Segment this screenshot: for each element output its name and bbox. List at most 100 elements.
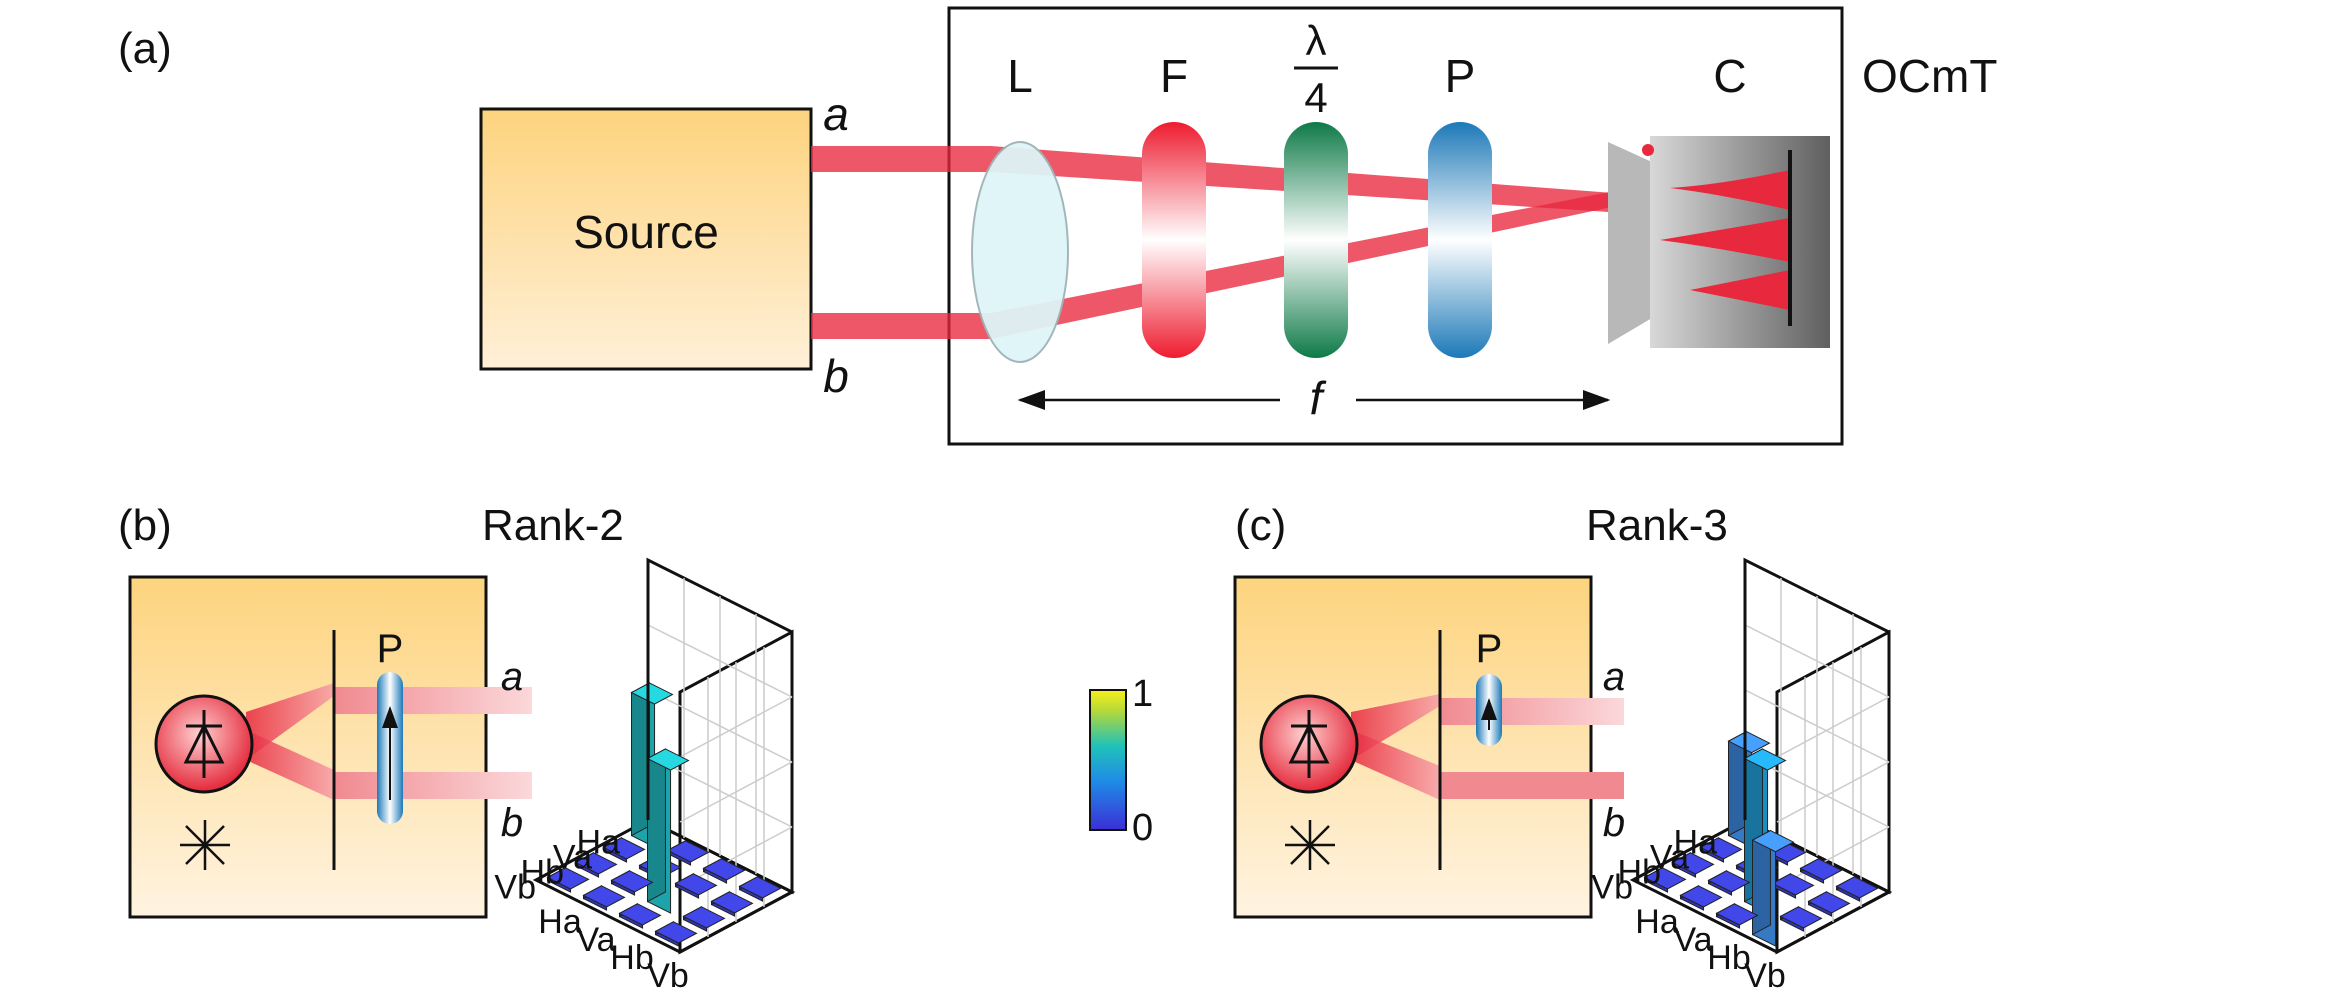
matrix-bar xyxy=(1751,829,1795,947)
port-b-label-c: b xyxy=(1603,801,1625,845)
diode-icon xyxy=(154,694,254,794)
row-label: Vb xyxy=(1591,869,1633,907)
camera-label: C xyxy=(1713,50,1746,102)
row-label: Ha xyxy=(1674,824,1718,862)
col-label: Ha xyxy=(1635,903,1679,941)
waveplate-denominator: 4 xyxy=(1304,74,1327,121)
ocmt-frame xyxy=(947,6,1844,446)
plot-back-wall-right xyxy=(1775,629,1891,955)
row-label: Va xyxy=(553,839,592,877)
matrix-bar xyxy=(682,905,726,932)
col-label: Va xyxy=(1673,921,1712,959)
matrix-bar xyxy=(646,748,690,914)
beam-b xyxy=(811,186,1640,339)
col-label: Va xyxy=(576,921,615,959)
interference-fringes xyxy=(1660,170,1790,310)
col-label: Ha xyxy=(538,903,582,941)
matrix-bar xyxy=(674,872,718,899)
row-label: Vb xyxy=(494,869,536,907)
grid-line xyxy=(679,696,793,758)
beam-fan-bottom-c xyxy=(1351,730,1440,800)
col-label: Vb xyxy=(1744,957,1786,994)
matrix-bar xyxy=(1699,836,1743,863)
matrix-bar xyxy=(654,920,698,947)
waveplate-numerator: λ xyxy=(1306,17,1327,64)
matrix-bar xyxy=(574,851,618,878)
colorbar xyxy=(1089,689,1127,831)
row-label: Hb xyxy=(1618,854,1661,892)
light-source-icon xyxy=(180,820,230,870)
polarizer-small-label: P xyxy=(377,627,404,671)
matrix-bar xyxy=(1779,905,1823,932)
lens-label: L xyxy=(1007,50,1033,102)
matrix-bar xyxy=(602,836,646,863)
port-a-label-b: a xyxy=(501,655,523,699)
row-label: Ha xyxy=(577,824,621,862)
matrix-bar xyxy=(1715,902,1759,929)
matrix-bar xyxy=(738,875,782,902)
row-label: Va xyxy=(1650,839,1689,877)
port-b-label-b: b xyxy=(501,801,523,845)
matrix-bar xyxy=(546,866,590,893)
port-a-label: a xyxy=(823,88,849,140)
panel-c-label: (c) xyxy=(1235,501,1286,550)
grid-line xyxy=(647,624,793,698)
panel-b-label: (b) xyxy=(118,501,172,550)
matrix-bar xyxy=(1679,884,1723,911)
polarizer-label: P xyxy=(1445,50,1476,102)
matrix-bar xyxy=(666,839,710,866)
matrix-bar xyxy=(1643,866,1687,893)
beam-b-small xyxy=(334,772,532,799)
camera xyxy=(1608,136,1830,348)
diode-icon-c xyxy=(1259,694,1359,794)
filter-label: F xyxy=(1160,50,1188,102)
matrix-bar xyxy=(702,857,746,884)
col-label: Vb xyxy=(647,957,689,994)
polarizer-small-label-c: P xyxy=(1476,627,1503,671)
quarter-waveplate xyxy=(1284,122,1348,358)
matrix-bar xyxy=(610,869,654,896)
light-source-icon-c xyxy=(1285,820,1335,870)
focal-label: f xyxy=(1310,372,1327,424)
matrix-bar xyxy=(618,902,662,929)
matrix-bar xyxy=(1707,869,1751,896)
matrix-bar xyxy=(1671,851,1715,878)
matrix-bar xyxy=(1799,857,1843,884)
colorbar-max: 1 xyxy=(1132,673,1153,715)
colorbar-min: 0 xyxy=(1132,807,1153,849)
grid-line xyxy=(1776,761,1890,823)
beam-fan-bottom xyxy=(246,730,334,800)
panel-a-label: (a) xyxy=(118,24,172,73)
beam-b-small-c xyxy=(1440,772,1624,799)
grid-line xyxy=(1744,624,1890,698)
polarizer-p xyxy=(1428,122,1492,358)
matrix-bar xyxy=(582,884,626,911)
source-label: Source xyxy=(573,206,719,258)
panel-a: (a) Source a b OCmT L F λ 4 P xyxy=(118,6,1997,446)
port-a-label-c: a xyxy=(1603,655,1625,699)
grid-line xyxy=(1744,689,1890,763)
ocmt-label: OCmT xyxy=(1862,50,1997,102)
matrix-bar xyxy=(1807,890,1851,917)
grid-line xyxy=(1776,696,1890,758)
lens-l xyxy=(971,141,1069,363)
row-label: Hb xyxy=(521,854,564,892)
plot-back-wall-right xyxy=(678,629,794,955)
col-label: Hb xyxy=(1707,939,1750,977)
grid-line xyxy=(647,689,793,763)
col-label: Hb xyxy=(610,939,653,977)
panel-b-title: Rank-2 xyxy=(482,501,624,550)
beam-a-small-c xyxy=(1440,698,1624,725)
matrix-bar xyxy=(1835,875,1879,902)
grid-line xyxy=(679,761,793,823)
port-b-label: b xyxy=(823,350,849,402)
filter-f xyxy=(1142,122,1206,358)
source-box xyxy=(479,107,813,371)
beam-a-small xyxy=(334,687,532,714)
matrix-bar xyxy=(710,890,754,917)
